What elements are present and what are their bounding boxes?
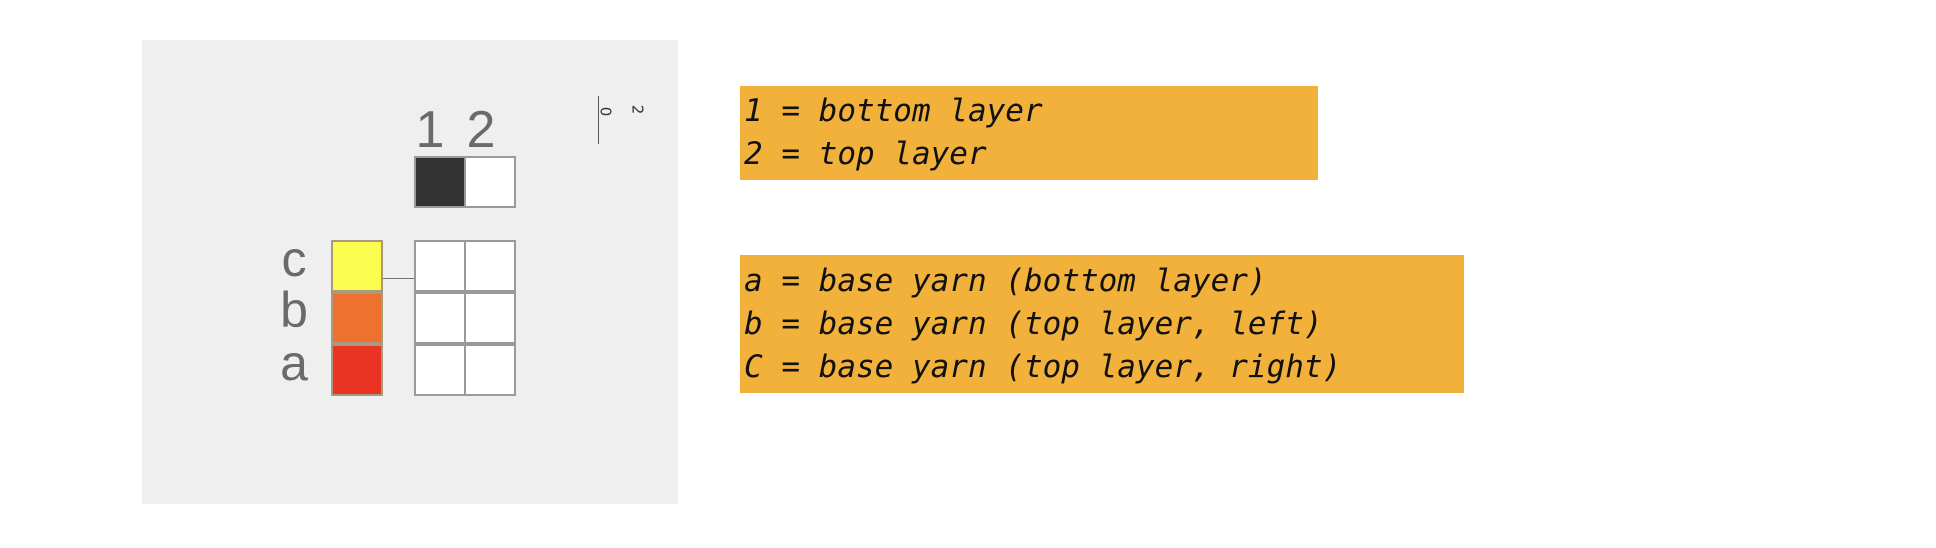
draft-panel: 0 2 5 1 2 c b a (142, 40, 678, 504)
yarn-swatch-b[interactable] (331, 292, 383, 344)
yarn-swatch-a[interactable] (331, 344, 383, 396)
row-label-c: c (281, 231, 307, 287)
draft-cell[interactable] (464, 240, 516, 292)
legend-line-layer-2: 2 = top layer (744, 136, 987, 172)
legend-line-yarn-a: a = base yarn (bottom layer) (744, 263, 1267, 299)
column-label-2: 2 (466, 101, 496, 159)
layer-legend: 1 = bottom layer 2 = top layer (740, 86, 1318, 180)
column-label-1: 1 (415, 101, 445, 159)
column-ruler-tick-0: 0 (596, 106, 615, 117)
yarn-legend: a = base yarn (bottom layer) b = base ya… (740, 255, 1464, 393)
tie-up-cell-1[interactable] (414, 156, 466, 208)
legend-line-yarn-c: C = base yarn (top layer, right) (744, 349, 1342, 385)
column-ruler-tick-2: 2 (628, 104, 647, 115)
draft-cell[interactable] (414, 240, 466, 292)
draft-cell[interactable] (464, 344, 516, 396)
draft-cell[interactable] (414, 292, 466, 344)
yarn-swatch-c[interactable] (331, 240, 383, 292)
draft-cell[interactable] (414, 344, 466, 396)
column-ruler-line (598, 96, 599, 144)
draft-cell[interactable] (464, 292, 516, 344)
legend-line-layer-1: 1 = bottom layer (744, 93, 1043, 129)
tie-up-cell-2[interactable] (464, 156, 516, 208)
row-label-b: b (280, 282, 308, 338)
legend-line-yarn-b: b = base yarn (top layer, left) (744, 306, 1323, 342)
row-label-a: a (280, 335, 308, 391)
